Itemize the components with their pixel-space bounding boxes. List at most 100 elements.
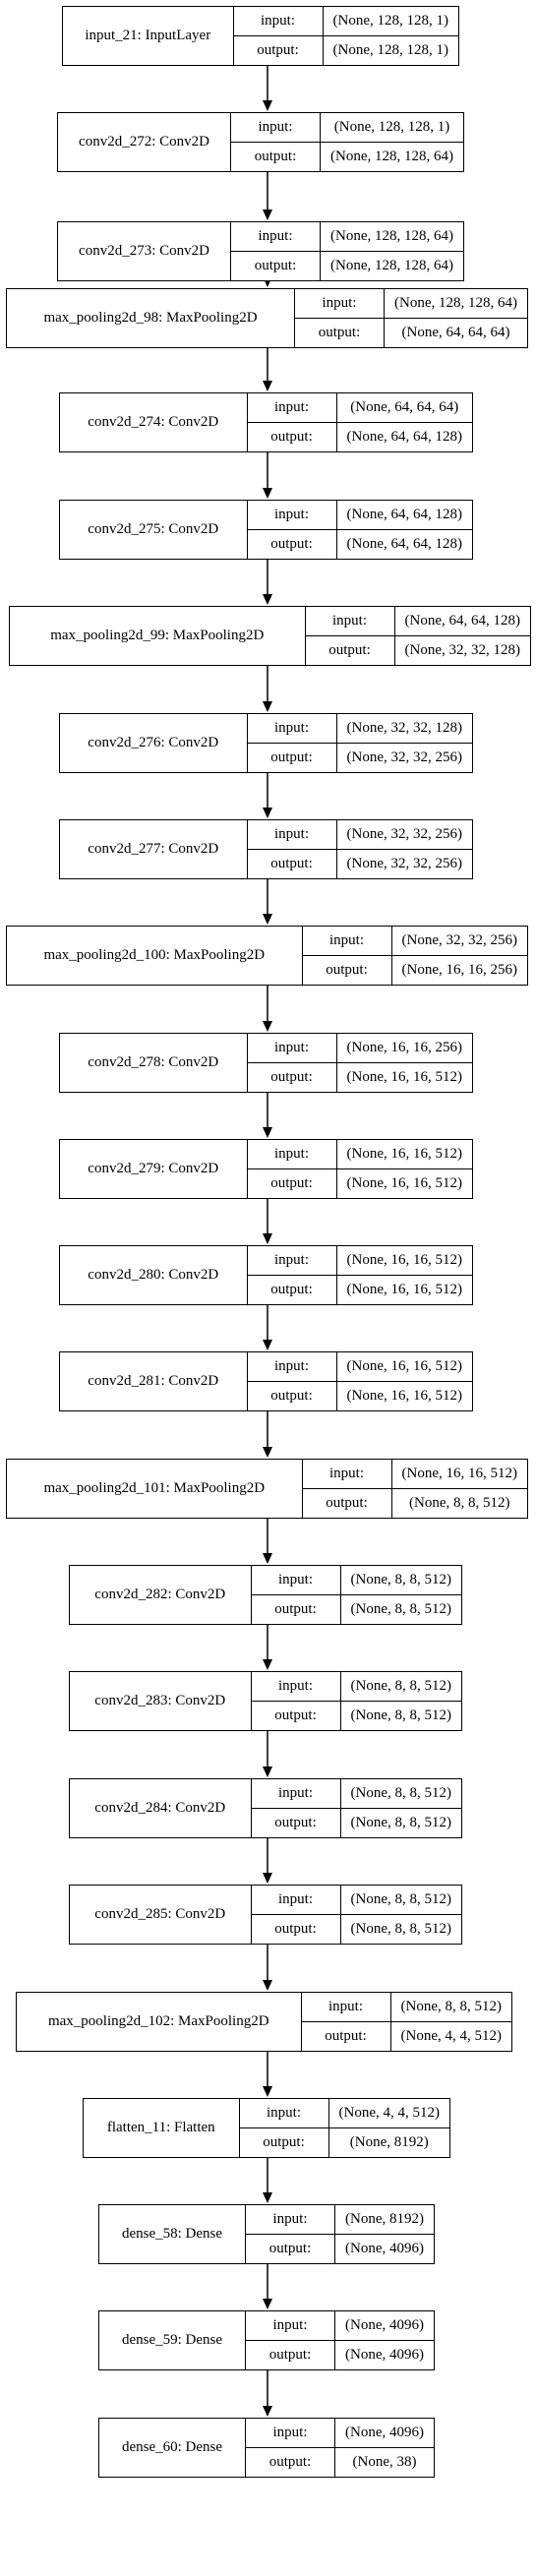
arrow-head (263, 1233, 272, 1244)
output-key: output: (252, 1594, 341, 1624)
input-key: input: (247, 714, 337, 744)
layer-name: input_21: InputLayer (63, 7, 234, 65)
input-key: input: (246, 2419, 336, 2448)
output-key: output: (252, 1914, 341, 1944)
input-key: input: (251, 1566, 341, 1595)
arrow-head (263, 1553, 272, 1564)
layer-shapes: input:(None, 8192)output:(None, 4096) (246, 2205, 434, 2263)
input-key: input: (246, 2205, 336, 2235)
input-shape: (None, 64, 64, 128) (336, 501, 472, 530)
layer-name: conv2d_281: Conv2D (60, 1352, 248, 1410)
arrow-head (263, 1873, 272, 1884)
layer-name: conv2d_283: Conv2D (70, 1672, 252, 1730)
arrow-head (263, 1021, 272, 1032)
arrow-head (263, 1127, 272, 1138)
layer-shapes: input:(None, 16, 16, 512)output:(None, 8… (302, 1460, 527, 1518)
output-shape: (None, 8, 8, 512) (350, 1707, 451, 1723)
output-key: output: (295, 318, 386, 347)
arrow-head (263, 701, 272, 712)
output-shape: (None, 128, 128, 64) (330, 148, 453, 164)
input-shape: (None, 16, 16, 512) (336, 1246, 472, 1276)
layer-name: conv2d_275: Conv2D (60, 501, 248, 559)
input-shape: (None, 8, 8, 512) (340, 1672, 461, 1702)
input-shape: (None, 16, 16, 512) (336, 1140, 472, 1169)
output-key: output: (231, 251, 322, 280)
output-key: output: (248, 529, 337, 559)
input-key: input: (247, 820, 337, 850)
layer-shapes: input:(None, 128, 128, 1)output:(None, 1… (231, 113, 463, 171)
input-key: input: (231, 222, 322, 252)
layer-shapes: input:(None, 64, 64, 128)output:(None, 6… (247, 501, 472, 559)
layer-name: conv2d_273: Conv2D (58, 222, 232, 280)
input-key: input: (301, 1993, 391, 2022)
input-shape: (None, 16, 16, 512) (336, 1352, 472, 1382)
layer-shapes: input:(None, 32, 32, 256)output:(None, 3… (247, 820, 472, 878)
layer-shapes: input:(None, 4096)output:(None, 4096) (246, 2311, 434, 2369)
layer-shapes: input:(None, 64, 64, 64)output:(None, 64… (247, 393, 472, 451)
input-shape: (None, 8, 8, 512) (390, 1993, 511, 2022)
input-key: input: (247, 1034, 337, 1063)
output-key: output: (248, 1168, 337, 1198)
input-shape: (None, 4096) (335, 2419, 434, 2448)
arrow-head (263, 2406, 272, 2417)
input-key: input: (247, 393, 337, 423)
output-shape: (None, 32, 32, 128) (404, 641, 520, 658)
layer-name: conv2d_276: Conv2D (60, 714, 248, 772)
input-shape: (None, 128, 128, 64) (385, 289, 527, 319)
arrow-head (263, 381, 272, 391)
input-shape: (None, 128, 128, 1) (321, 113, 463, 143)
input-key: input: (251, 1779, 341, 1809)
arrow-head (263, 914, 272, 925)
layer-shapes: input:(None, 16, 16, 512)output:(None, 1… (247, 1246, 472, 1304)
output-shape: (None, 16, 16, 512) (346, 1174, 462, 1191)
arrow-head (263, 210, 272, 220)
output-shape: (None, 64, 64, 128) (346, 535, 462, 552)
output-shape: (None, 16, 16, 256) (401, 961, 517, 978)
input-key: input: (251, 1886, 341, 1915)
layer-shapes: input:(None, 4096)output:(None, 38) (246, 2419, 434, 2477)
output-shape: (None, 8, 8, 512) (409, 1494, 510, 1511)
layer-shapes: input:(None, 16, 16, 512)output:(None, 1… (247, 1352, 472, 1410)
output-key: output: (303, 1488, 392, 1518)
layer-name: max_pooling2d_101: MaxPooling2D (7, 1460, 303, 1518)
input-shape: (None, 64, 64, 128) (394, 607, 530, 636)
arrow-head (263, 100, 272, 111)
layer-shapes: input:(None, 32, 32, 128)output:(None, 3… (247, 714, 472, 772)
input-shape: (None, 4, 4, 512) (328, 2099, 449, 2128)
layer-shapes: input:(None, 8, 8, 512)output:(None, 4, … (301, 1993, 511, 2051)
output-key: output: (252, 1808, 341, 1837)
output-shape: (None, 4, 4, 512) (400, 2027, 502, 2044)
output-key: output: (246, 2340, 336, 2369)
arrow-head (263, 1659, 272, 1670)
layer-name: dense_59: Dense (99, 2311, 247, 2369)
output-shape: (None, 128, 128, 64) (330, 257, 453, 273)
input-shape: (None, 32, 32, 256) (336, 820, 472, 850)
output-shape: (None, 38) (352, 2453, 417, 2470)
layer-shapes: input:(None, 8, 8, 512)output:(None, 8, … (251, 1566, 461, 1624)
arrow-head (263, 1767, 272, 1777)
output-shape: (None, 4096) (345, 2346, 424, 2363)
input-shape: (None, 8, 8, 512) (340, 1779, 461, 1809)
output-shape: (None, 32, 32, 256) (346, 749, 462, 765)
input-shape: (None, 32, 32, 128) (336, 714, 472, 744)
output-key: output: (306, 635, 395, 665)
layer-shapes: input:(None, 64, 64, 128)output:(None, 3… (305, 607, 530, 665)
layer-name: conv2d_284: Conv2D (70, 1779, 252, 1837)
layer-name: conv2d_279: Conv2D (60, 1140, 248, 1198)
layer-name: conv2d_282: Conv2D (70, 1566, 252, 1624)
input-shape: (None, 16, 16, 256) (336, 1034, 472, 1063)
input-key: input: (247, 501, 337, 530)
layer-shapes: input:(None, 8, 8, 512)output:(None, 8, … (251, 1672, 461, 1730)
layer-shapes: input:(None, 128, 128, 64)output:(None, … (295, 289, 527, 347)
arrow-head (263, 1447, 272, 1458)
arrow-head (263, 2299, 272, 2309)
